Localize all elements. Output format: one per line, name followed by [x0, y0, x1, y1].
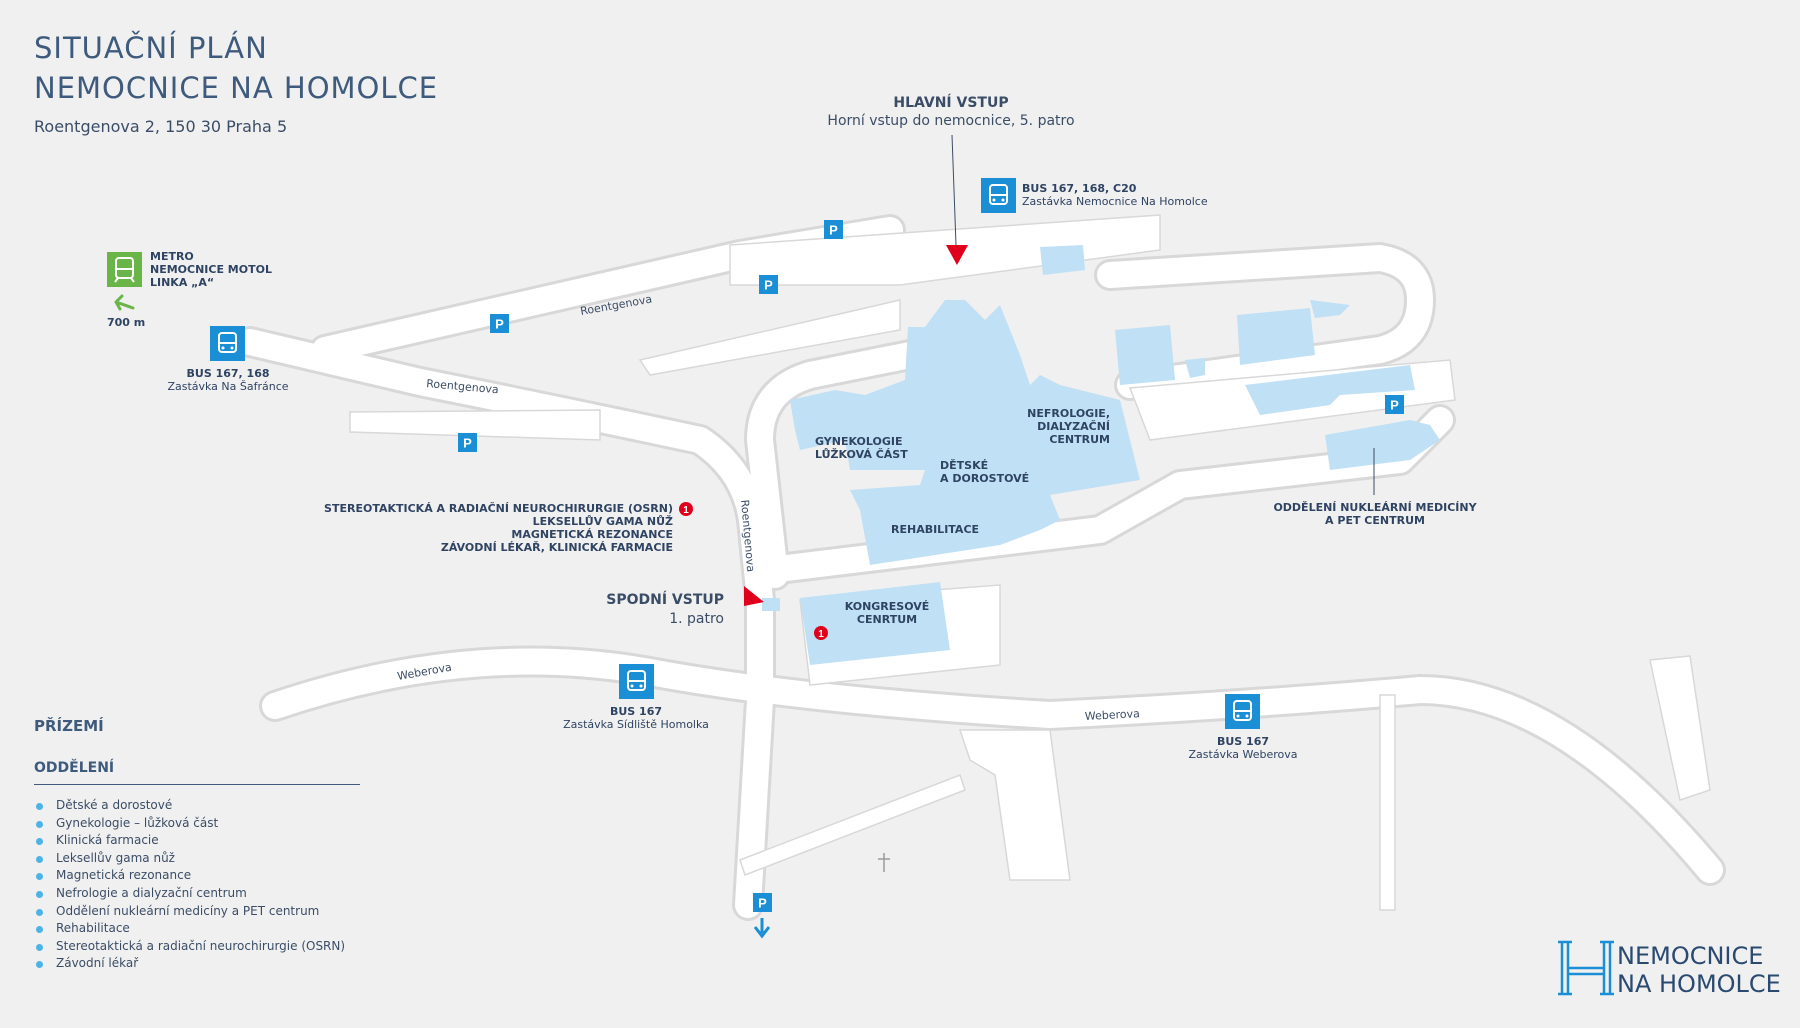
marker-osrn: 1	[679, 502, 693, 516]
building-small-4	[762, 598, 780, 611]
floor-heading: PŘÍZEMÍ	[34, 717, 104, 735]
bus-stop-safrance: BUS 167, 168 Zastávka Na Šafránce	[167, 367, 289, 393]
plazas	[349, 214, 1711, 911]
list-item: Rehabilitace	[34, 920, 345, 938]
bus-icon	[981, 178, 1016, 213]
bus-icon	[619, 664, 654, 699]
svg-text:P: P	[495, 317, 504, 332]
bus-stop-homolce: BUS 167, 168, C20 Zastávka Nemocnice Na …	[1022, 182, 1208, 208]
bus-icon	[210, 326, 245, 361]
parking-icon: P	[753, 893, 772, 912]
list-item: Klinická farmacie	[34, 832, 345, 850]
building-main	[790, 300, 1140, 565]
departments-heading: ODDĚLENÍ	[34, 760, 115, 776]
svg-text:P: P	[758, 896, 767, 911]
logo-text: NEMOCNICE NA HOMOLCE	[1617, 942, 1781, 998]
parking-icon: P	[458, 433, 477, 452]
callout-lines	[951, 134, 1375, 495]
building-east-2	[1237, 308, 1315, 365]
building-small-3	[1185, 358, 1205, 378]
building-east-3	[1245, 365, 1415, 415]
parking-icon: P	[759, 275, 778, 294]
parking-icon: P	[824, 220, 843, 239]
building-pet	[1325, 420, 1440, 470]
road-label-roentgenova-2: Roentgenova	[426, 377, 499, 396]
building-label-detske: DĚTSKÉ A DOROSTOVÉ	[940, 459, 1030, 485]
marker-kongres-number: 1	[818, 629, 824, 640]
marker-kongres: 1	[814, 626, 828, 640]
building-label-kongresove: KONGRESOVÉ CENRTUM	[844, 600, 930, 626]
parking-icon: P	[1385, 395, 1404, 414]
marker-osrn-number: 1	[683, 505, 689, 516]
building-label-gynekologie: GYNEKOLOGIE LŮŽKOVÁ ČÁST	[815, 435, 908, 461]
cross-icon	[878, 853, 890, 872]
metro-icon	[107, 252, 142, 287]
list-item: Magnetická rezonance	[34, 867, 345, 885]
main-entrance-arrow-icon	[946, 245, 968, 265]
lower-entrance-arrow-icon	[744, 586, 764, 606]
building-label-rehabilitace: REHABILITACE	[891, 523, 980, 536]
list-item: Leksellův gama nůž	[34, 850, 345, 868]
hospital-logo-icon	[1558, 940, 1614, 996]
exit-arrow-icon	[753, 918, 771, 939]
road-label-weberova-2: Weberova	[1084, 707, 1140, 723]
bus-stop-weberova: BUS 167 Zastávka Weberova	[1188, 735, 1298, 761]
metro-label: METRO NEMOCNICE MOTOL LINKA „A“	[150, 250, 272, 289]
roads	[234, 214, 1726, 921]
svg-text:P: P	[829, 223, 838, 238]
svg-text:P: P	[463, 436, 472, 451]
address: Roentgenova 2, 150 30 Praha 5	[34, 117, 288, 136]
building-small-2	[1310, 300, 1350, 318]
parking-icons: P P P P P P	[458, 220, 1404, 912]
metro-distance: 700 m	[107, 316, 146, 329]
building-nefro-east	[1115, 325, 1175, 385]
bus-icons	[210, 178, 1260, 729]
main-entrance-title: HLAVNÍ VSTUP	[893, 95, 1009, 111]
building-label-nuklearni: ODDĚLENÍ NUKLEÁRNÍ MEDICÍNY A PET CENTRU…	[1273, 501, 1477, 527]
metro-direction-arrow-icon	[114, 294, 135, 311]
list-item: Gynekologie – lůžková část	[34, 815, 345, 833]
main-entrance-subtitle: Horní vstup do nemocnice, 5. patro	[827, 113, 1075, 129]
bus-stop-sidliste: BUS 167 Zastávka Sídliště Homolka	[563, 705, 709, 731]
road-label-roentgenova-3: Roentgenova	[738, 499, 757, 572]
lower-entrance-title: SPODNÍ VSTUP	[606, 592, 724, 608]
svg-text:P: P	[1390, 398, 1399, 413]
list-item: Stereotaktická a radiační neurochirurgie…	[34, 938, 345, 956]
list-item: Nefrologie a dialyzační centrum	[34, 885, 345, 903]
page-title-line1: SITUAČNÍ PLÁN	[34, 31, 268, 65]
list-item: Oddělení nukleární medicíny a PET centru…	[34, 903, 345, 921]
legend-divider	[34, 784, 360, 785]
bus-icon	[1225, 694, 1260, 729]
buildings	[762, 245, 1440, 665]
building-label-nefrologie: NEFROLOGIE, DIALYZAČNÍ CENTRUM	[1027, 407, 1110, 446]
list-item: Dětské a dorostové	[34, 797, 345, 815]
parking-icon: P	[490, 314, 509, 333]
page-title: SITUAČNÍ PLÁN NEMOCNICE NA HOMOLCE	[34, 28, 438, 108]
building-small-1	[1040, 245, 1085, 275]
osrn-note: STEREOTAKTICKÁ A RADIAČNÍ NEUROCHIRURGIE…	[324, 502, 673, 554]
building-kongres	[800, 582, 950, 665]
list-item: Závodní lékař	[34, 955, 345, 973]
lower-entrance-subtitle: 1. patro	[669, 611, 724, 627]
page-title-line2: NEMOCNICE NA HOMOLCE	[34, 71, 439, 105]
svg-text:P: P	[764, 278, 773, 293]
departments-list: Dětské a dorostové Gynekologie – lůžková…	[34, 797, 345, 973]
